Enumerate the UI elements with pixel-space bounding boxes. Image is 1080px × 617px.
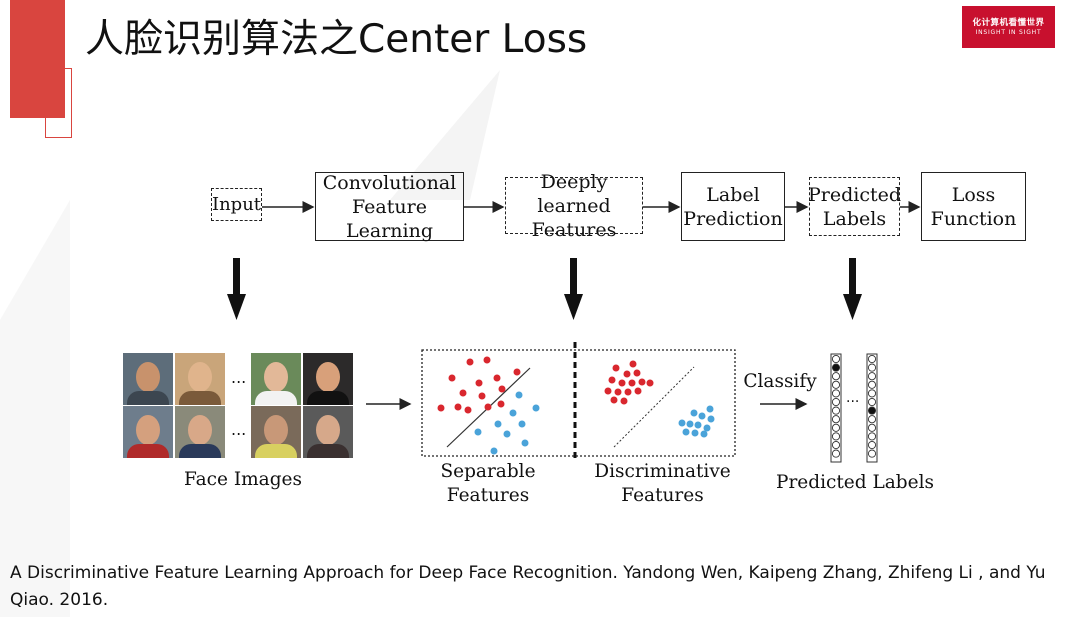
label-column-1 xyxy=(830,353,842,463)
title-accent-outline xyxy=(45,68,72,138)
label-cell xyxy=(867,372,877,381)
face-image xyxy=(175,353,225,405)
slide-title: 人脸识别算法之Center Loss xyxy=(85,17,588,62)
label-cell xyxy=(831,449,841,458)
label-cell xyxy=(867,363,877,372)
label-cell xyxy=(867,397,877,407)
label-pred-label-1: Label xyxy=(706,183,760,206)
separable-features-label: Separable Features xyxy=(428,460,548,508)
discriminative-label-1: Discriminative xyxy=(594,461,731,482)
pred-label-1: Predicted xyxy=(807,183,902,206)
face-image xyxy=(123,406,173,458)
label-cell xyxy=(867,423,877,432)
label-cell xyxy=(831,415,841,424)
conv-label-2: Feature Learning xyxy=(346,195,433,242)
label-cells xyxy=(831,354,877,458)
deep-label-1: Deeply learned xyxy=(537,170,611,217)
face-images-grid: ... ... xyxy=(123,353,355,458)
face-ellipsis-bottom: ... xyxy=(231,420,247,439)
pred-label-2: Labels xyxy=(822,207,887,230)
title-accent-block xyxy=(10,0,65,118)
separable-label-2: Features xyxy=(446,485,530,506)
label-prediction-box: Label Prediction xyxy=(681,172,785,241)
label-cell xyxy=(867,415,877,424)
label-cell xyxy=(831,354,841,364)
discriminative-boundary xyxy=(613,366,695,448)
down-arrow-features xyxy=(564,258,583,320)
separable-blue-points xyxy=(474,391,540,455)
face-images-label: Face Images xyxy=(184,469,302,490)
discriminative-blue-points xyxy=(678,405,715,438)
loss-label-2: Function xyxy=(930,207,1017,230)
down-arrow-labels xyxy=(843,258,862,320)
face-image xyxy=(303,353,353,405)
label-column-2 xyxy=(866,353,878,463)
conv-feature-box: Convolutional Feature Learning xyxy=(315,171,464,242)
label-columns-ellipsis: ··· xyxy=(846,394,859,410)
separable-label-1: Separable xyxy=(440,461,536,482)
predicted-labels-label: Predicted Labels xyxy=(776,472,934,493)
label-cell xyxy=(831,389,841,398)
discriminative-label-2: Features xyxy=(621,485,704,506)
label-cell xyxy=(831,440,841,450)
label-cell xyxy=(867,440,877,450)
label-cell xyxy=(831,372,841,381)
label-cell xyxy=(867,406,877,415)
label-cell xyxy=(831,363,841,372)
face-image xyxy=(251,406,301,458)
label-cell xyxy=(831,432,841,441)
label-cell xyxy=(831,406,841,415)
label-cell xyxy=(867,432,877,441)
input-label: Input xyxy=(211,193,262,215)
label-cell xyxy=(867,449,877,458)
predicted-labels-box: Predicted Labels xyxy=(807,177,902,236)
loss-label-1: Loss xyxy=(951,183,996,206)
logo-line2: INSIGHT IN SIGHT xyxy=(975,29,1042,36)
logo-line1: 化计算机看懂世界 xyxy=(972,18,1045,28)
face-ellipsis-top: ... xyxy=(231,368,247,387)
loss-function-box: Loss Function xyxy=(921,172,1026,241)
feature-space-frame xyxy=(421,349,736,457)
discriminative-red-points xyxy=(604,360,654,405)
face-image xyxy=(123,353,173,405)
label-cell xyxy=(867,354,877,364)
label-cell xyxy=(831,380,841,389)
face-image xyxy=(251,353,301,405)
label-cell xyxy=(867,389,877,398)
conv-label-1: Convolutional xyxy=(322,171,457,194)
label-cell xyxy=(831,423,841,432)
down-arrow-faces xyxy=(227,258,246,320)
deep-label-2: Features xyxy=(531,218,617,241)
input-box: Input xyxy=(211,188,262,221)
label-cell xyxy=(867,380,877,389)
classify-label: Classify xyxy=(743,371,817,392)
separable-red-points xyxy=(437,356,521,414)
face-image xyxy=(175,406,225,458)
label-cell xyxy=(831,397,841,407)
deep-features-box: Deeply learned Features xyxy=(505,171,643,241)
brand-logo: 化计算机看懂世界 INSIGHT IN SIGHT xyxy=(962,6,1055,48)
label-pred-label-2: Prediction xyxy=(683,207,783,230)
face-image xyxy=(303,406,353,458)
reference-caption: A Discriminative Feature Learning Approa… xyxy=(10,563,1046,610)
discriminative-features-label: Discriminative Features xyxy=(590,460,735,508)
